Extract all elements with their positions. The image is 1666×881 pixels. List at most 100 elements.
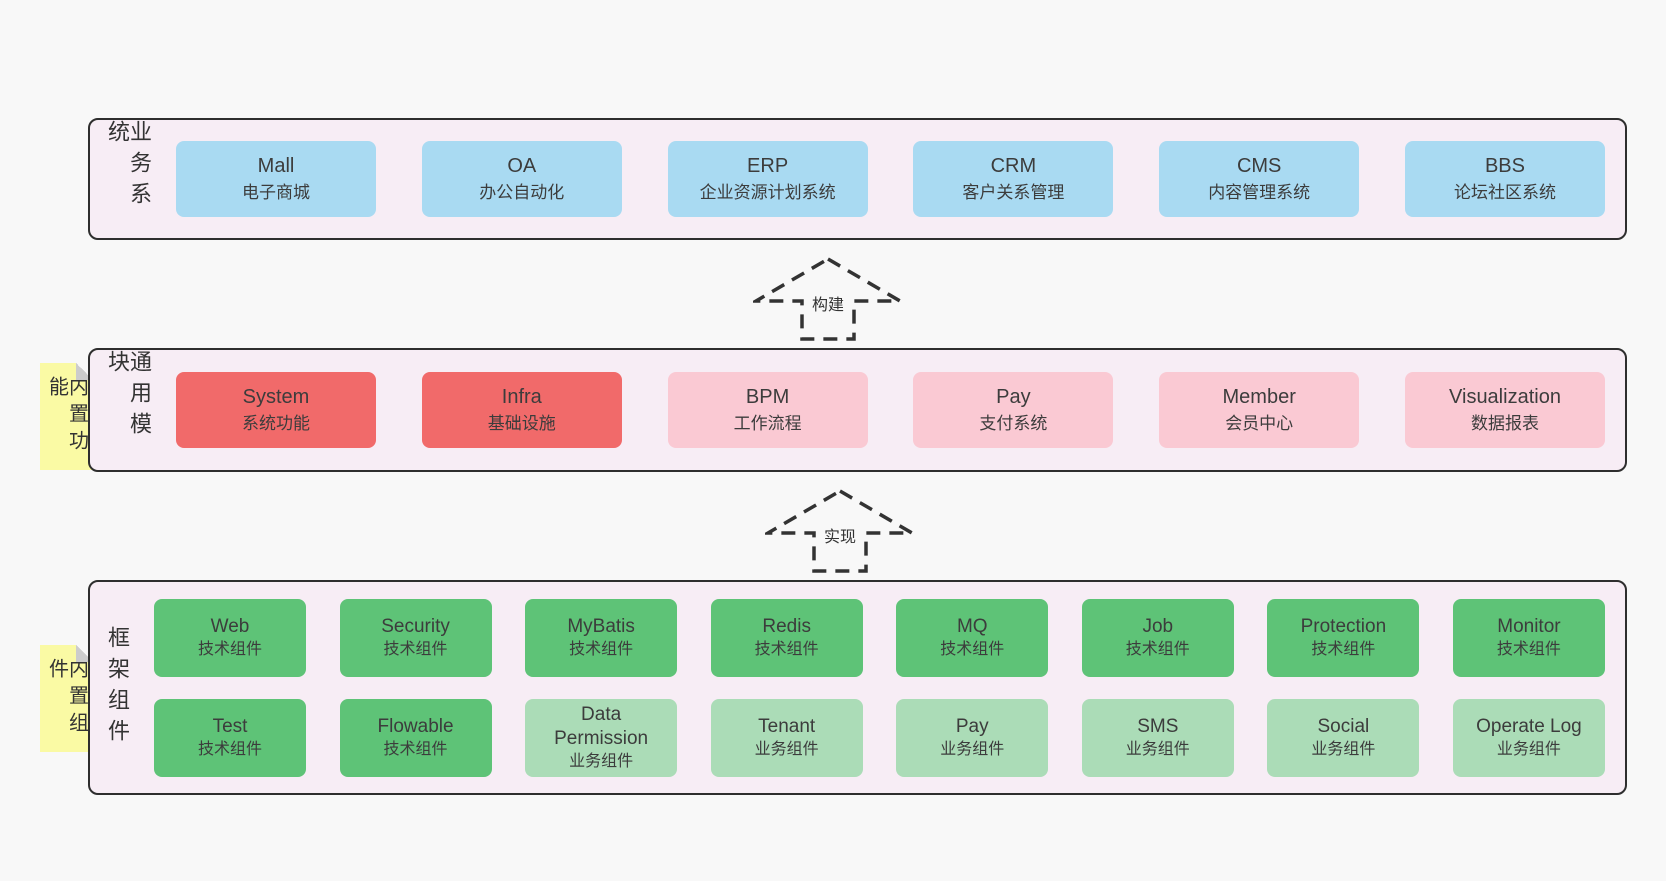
dashed-up-arrow-icon bbox=[753, 256, 903, 341]
box-label-en: Pay bbox=[955, 715, 989, 737]
box-mall: Mall 电子商城 bbox=[176, 141, 376, 217]
box-label-en: Web bbox=[210, 615, 250, 637]
box-label-zh: 业务组件 bbox=[754, 741, 819, 759]
box-infra: Infra 基础设施 bbox=[421, 372, 622, 448]
box-label-zh: 客户关系管理 bbox=[962, 183, 1065, 203]
box-label-zh: 技术组件 bbox=[569, 641, 634, 659]
box-label-en: SMS bbox=[1137, 715, 1179, 737]
box-label-zh: 系统功能 bbox=[242, 414, 310, 434]
box-label-zh: 业务组件 bbox=[940, 741, 1005, 759]
box-label-en: OA bbox=[507, 155, 537, 178]
box-label-zh: 支付系统 bbox=[979, 414, 1048, 434]
box-crm: CRM 客户关系管理 bbox=[913, 141, 1114, 217]
box-system: System 系统功能 bbox=[176, 372, 376, 448]
box-label-en: Tenant bbox=[758, 715, 816, 737]
box-label-en: Monitor bbox=[1497, 615, 1561, 637]
box-label-zh: 数据报表 bbox=[1470, 414, 1539, 434]
box-security: Security 技术组件 bbox=[339, 598, 492, 677]
box-operate-log: Operate Log 业务组件 bbox=[1452, 698, 1605, 777]
box-label-en: MQ bbox=[956, 615, 988, 637]
box-label-en: Social bbox=[1317, 715, 1370, 737]
box-label-zh: 企业资源计划系统 bbox=[699, 183, 836, 203]
box-redis: Redis 技术组件 bbox=[710, 598, 863, 677]
box-label-zh: 业务组件 bbox=[1125, 741, 1190, 759]
box-mybatis: MyBatis 技术组件 bbox=[525, 598, 678, 677]
box-label-en: Data Permission bbox=[554, 703, 649, 749]
box-label-zh: 技术组件 bbox=[1311, 641, 1376, 659]
box-social: Social 业务组件 bbox=[1267, 698, 1420, 777]
box-test: Test 技术组件 bbox=[154, 698, 306, 777]
box-label-zh: 论坛社区系统 bbox=[1453, 183, 1556, 203]
box-label-en: Redis bbox=[762, 615, 811, 637]
box-label-en: Infra bbox=[501, 386, 542, 409]
arrow-up-implement: 实现 bbox=[765, 488, 915, 574]
box-label-en: Flowable bbox=[377, 715, 454, 737]
layer-business-systems: 业务系统 Mall 电子商城 OA 办公自动化 ERP 企业资源计划系统 CRM 客户关系管理… bbox=[88, 118, 1627, 240]
arrow-up-build: 构建 bbox=[753, 256, 903, 342]
box-data-permission: Data Permission 业务组件 bbox=[525, 698, 678, 777]
box-label-en: Security bbox=[381, 615, 450, 637]
sticky-note-built-in-features: 内置功能 bbox=[40, 363, 93, 470]
box-label-en: Test bbox=[212, 715, 248, 737]
box-label-en: Job bbox=[1142, 615, 1174, 637]
box-label-en: ERP bbox=[747, 155, 789, 178]
box-flowable: Flowable 技术组件 bbox=[339, 698, 492, 777]
box-label-zh: 业务组件 bbox=[1496, 741, 1561, 759]
box-label-en: CMS bbox=[1236, 155, 1282, 178]
box-label-zh: 技术组件 bbox=[1125, 641, 1190, 659]
arrow-label: 构建 bbox=[807, 290, 849, 317]
box-sms: SMS 业务组件 bbox=[1081, 698, 1234, 777]
box-label-zh: 工作流程 bbox=[733, 414, 802, 434]
dashed-up-arrow-icon bbox=[765, 488, 915, 573]
box-label-zh: 技术组件 bbox=[940, 641, 1005, 659]
box-mq: MQ 技术组件 bbox=[896, 598, 1049, 677]
box-web: Web 技术组件 bbox=[154, 598, 306, 677]
box-bbs: BBS 论坛社区系统 bbox=[1404, 141, 1605, 217]
sticky-note-text: 内置功能 bbox=[45, 376, 88, 457]
box-label-en: CRM bbox=[990, 155, 1037, 178]
box-protection: Protection 技术组件 bbox=[1267, 598, 1420, 677]
box-label-zh: 技术组件 bbox=[1496, 641, 1561, 659]
box-label-en: MyBatis bbox=[567, 615, 635, 637]
box-erp: ERP 企业资源计划系统 bbox=[667, 141, 868, 217]
box-label-en: Protection bbox=[1300, 615, 1387, 637]
box-tenant: Tenant 业务组件 bbox=[710, 698, 863, 777]
box-label-zh: 业务组件 bbox=[1311, 741, 1376, 759]
box-label-en: BBS bbox=[1484, 155, 1525, 178]
box-label-zh: 技术组件 bbox=[197, 641, 262, 659]
box-label-en: Pay bbox=[996, 386, 1031, 409]
box-label-zh: 技术组件 bbox=[383, 741, 448, 759]
box-label-en: Operate Log bbox=[1476, 715, 1582, 737]
box-pay: Pay 支付系统 bbox=[913, 372, 1114, 448]
box-label-zh: 技术组件 bbox=[383, 641, 448, 659]
box-monitor: Monitor 技术组件 bbox=[1452, 598, 1605, 677]
box-label-zh: 业务组件 bbox=[569, 753, 634, 771]
box-label-zh: 技术组件 bbox=[754, 641, 819, 659]
box-label-en: Member bbox=[1222, 386, 1296, 409]
layer-label: 框架组件 bbox=[105, 625, 130, 750]
box-label-en: Mall bbox=[257, 155, 295, 178]
box-label-zh: 电子商城 bbox=[242, 183, 310, 203]
box-label-zh: 技术组件 bbox=[197, 741, 262, 759]
box-label-zh: 办公自动化 bbox=[479, 183, 565, 203]
arrow-label: 实现 bbox=[819, 522, 861, 549]
box-label-en: Visualization bbox=[1449, 386, 1561, 409]
sticky-note-built-in-components: 内置组件 bbox=[40, 645, 93, 752]
box-label-en: System bbox=[242, 386, 310, 409]
layer-label: 业务系统 bbox=[105, 120, 152, 213]
box-visualization: Visualization 数据报表 bbox=[1404, 372, 1605, 448]
box-label-zh: 基础设施 bbox=[487, 414, 556, 434]
